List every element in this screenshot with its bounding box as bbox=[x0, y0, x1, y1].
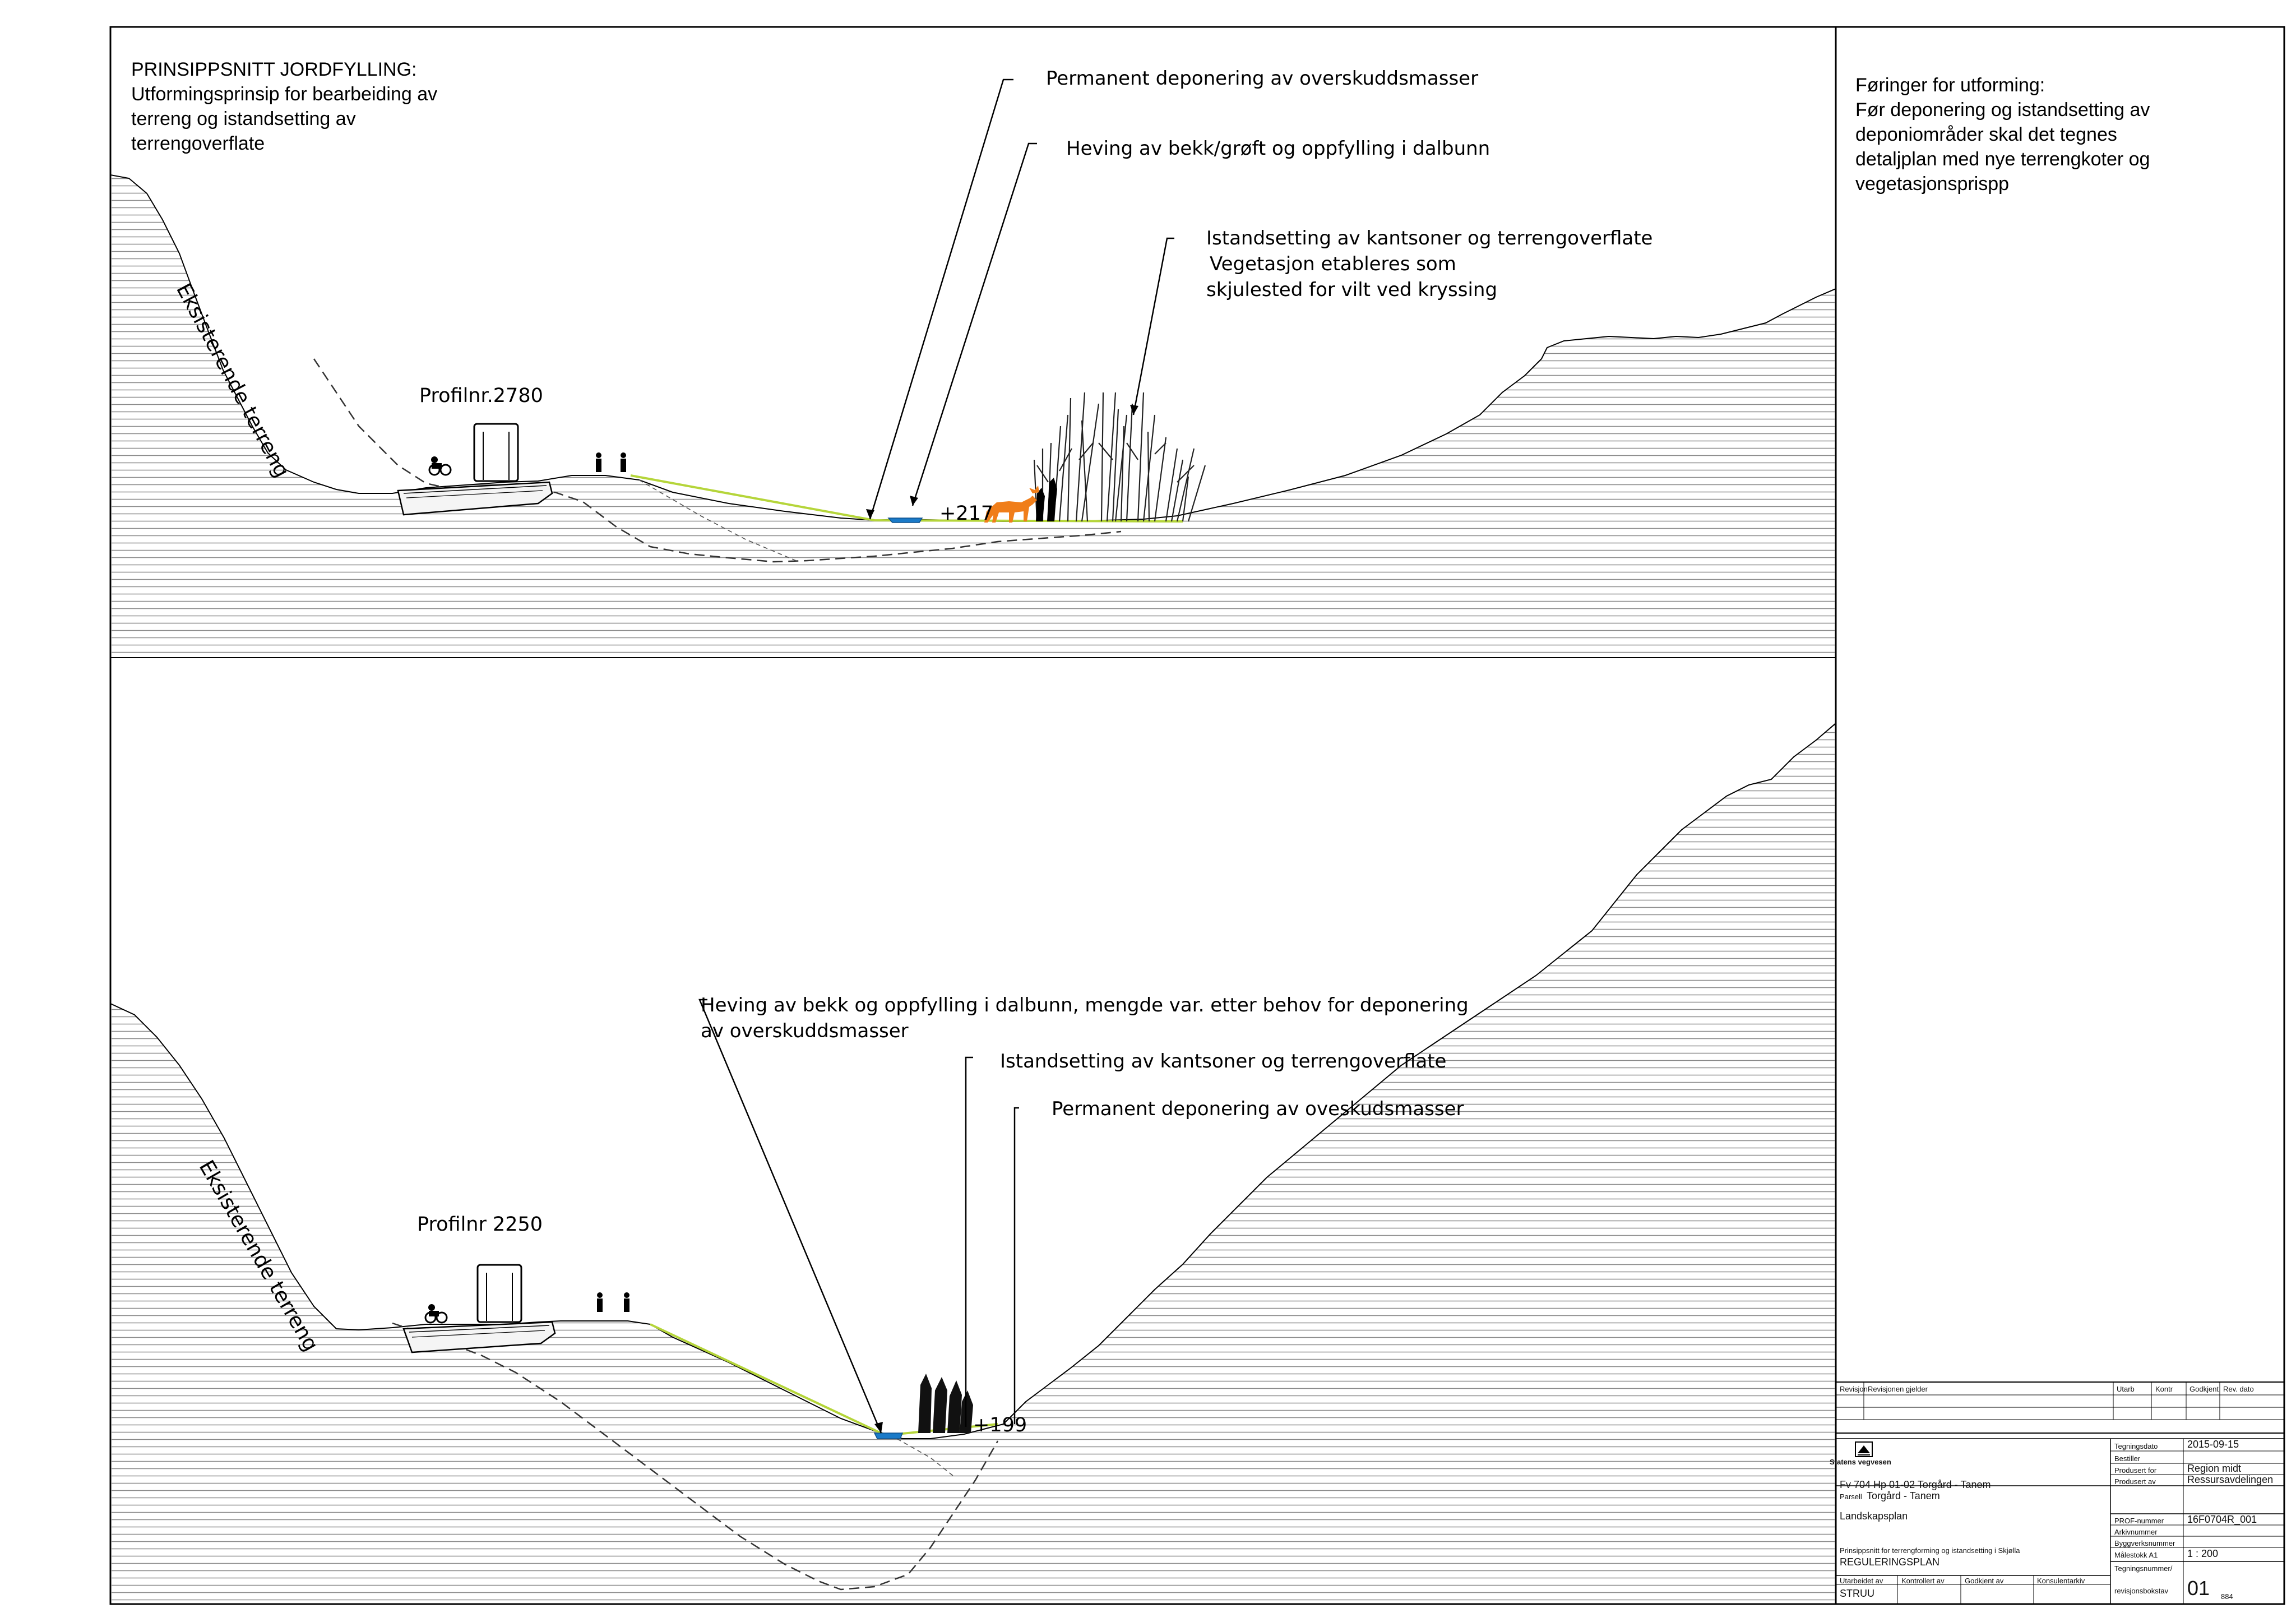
tb-drawing-no-label-1: Tegningsnummer/ bbox=[2114, 1564, 2173, 1573]
bottom-original-ground-dashed bbox=[392, 1322, 999, 1591]
tb-sheet-code: 884 bbox=[2221, 1592, 2233, 1601]
tb-sign-konsulent: Konsulentarkiv bbox=[2037, 1577, 2085, 1585]
top-callout-raise: Heving av bekk/grøft og oppfylling i dal… bbox=[1066, 137, 1490, 160]
bottom-terrain-fill bbox=[110, 722, 1836, 1604]
guidance-line-3: detaljplan med nye terrengkoter og bbox=[1855, 149, 2150, 170]
title-block-grid bbox=[1835, 1381, 2285, 1605]
bottom-callout-deposit: Permanent deponering av oveskudsmasser bbox=[1052, 1098, 1464, 1120]
tb-ref-label-3: Målestokk A1 bbox=[2114, 1551, 2158, 1559]
tb-drawing-no-label-2: revisjonsbokstav bbox=[2114, 1587, 2169, 1595]
tb-org-name: Statens vegvesen bbox=[1830, 1458, 1891, 1466]
sheet-title: PRINSIPPSNITT JORDFYLLING: bbox=[131, 59, 417, 80]
tb-rev-header-kontr: Kontr bbox=[2155, 1385, 2173, 1393]
tb-ref-value-3: 1 : 200 bbox=[2187, 1548, 2219, 1559]
sheet-subtitle-1: Utformingsprinsip for bearbeiding av bbox=[131, 84, 438, 105]
bottom-road-body bbox=[402, 1321, 556, 1353]
tb-field-value-0: 2015-09-15 bbox=[2187, 1439, 2239, 1450]
tb-author: STRUU bbox=[1840, 1588, 1874, 1599]
tb-sign-godkjent: Godkjent av bbox=[1965, 1577, 2004, 1585]
top-cyclist bbox=[428, 456, 452, 476]
top-fill-slope-dashed bbox=[638, 479, 797, 561]
top-stream bbox=[887, 517, 923, 523]
sheet-title-block: PRINSIPPSNITT JORDFYLLING: Utformingspri… bbox=[131, 57, 479, 156]
bottom-profile-label: Profilnr 2250 bbox=[417, 1213, 543, 1236]
tb-rev-header-godkjent: Godkjent bbox=[2189, 1385, 2219, 1393]
tb-description: Prinsippsnitt for terrengforming og ista… bbox=[1840, 1546, 2020, 1555]
tb-rev-header-utarb: Utarb bbox=[2117, 1385, 2135, 1393]
tb-field-label-2: Produsert for bbox=[2114, 1466, 2157, 1475]
tb-ref-label-0: PROF-nummer bbox=[2114, 1517, 2164, 1525]
tb-drawing-no: 01 bbox=[2187, 1577, 2210, 1600]
guidance-notes: Føringer for utforming: Før deponering o… bbox=[1855, 73, 2270, 196]
top-callout-deposit: Permanent deponering av overskuddsmasser bbox=[1046, 67, 1479, 90]
tb-project: Fv 704 Hp 01-02 Torgård - Tanem bbox=[1840, 1479, 1991, 1490]
tb-sign-kontrollert: Kontrollert av bbox=[1901, 1577, 1945, 1585]
bottom-callout-raise: Heving av bekk og oppfylling i dalbunn, … bbox=[701, 992, 1469, 1044]
guidance-heading: Føringer for utforming: bbox=[1855, 75, 2045, 96]
tb-field-label-3: Produsert av bbox=[2114, 1477, 2156, 1486]
tb-rev-header-date: Rev. dato bbox=[2223, 1385, 2254, 1393]
top-profile-label: Profilnr.2780 bbox=[419, 385, 543, 407]
bottom-vegetation bbox=[918, 1374, 973, 1433]
top-vegetation bbox=[1033, 392, 1206, 522]
tb-field-label-0: Tegningsdato bbox=[2114, 1442, 2158, 1450]
tb-parsell: Torgård - Tanem bbox=[1867, 1490, 1940, 1501]
top-vegetation-dark bbox=[1036, 478, 1057, 521]
top-road-body bbox=[397, 481, 553, 516]
top-callout-restore-1: Istandsetting av kantsoner og terrengove… bbox=[1206, 227, 1653, 249]
tb-rev-header-revision: Revisjon bbox=[1840, 1385, 1868, 1393]
tb-ref-label-1: Arkivnummer bbox=[2114, 1528, 2158, 1536]
guidance-line-4: vegetasjonsprispp bbox=[1855, 173, 2010, 195]
sheet-subtitle-2: terreng og istandsetting av bbox=[131, 108, 356, 130]
top-callout-arrows bbox=[866, 405, 1138, 519]
top-fill-surface bbox=[630, 474, 1183, 523]
tb-parsell-label: Parsell bbox=[1840, 1492, 1862, 1501]
bottom-cyclist bbox=[424, 1304, 448, 1324]
bottom-stream bbox=[873, 1432, 904, 1439]
guidance-line-2: deponiområder skal det tegnes bbox=[1855, 124, 2117, 145]
bottom-callout-leaders bbox=[698, 999, 1019, 1434]
top-elevation-label: +217 bbox=[939, 502, 994, 525]
bottom-callout-restore: Istandsetting av kantsoner og terrengove… bbox=[1000, 1050, 1447, 1073]
statens-vegvesen-logo bbox=[1855, 1441, 1873, 1457]
tb-plan-status: REGULERINGSPLAN bbox=[1840, 1556, 1940, 1568]
tb-field-value-3: Ressursavdelingen bbox=[2187, 1474, 2274, 1485]
bottom-callout-arrows bbox=[874, 1422, 883, 1433]
tb-sign-utarbeidet: Utarbeidet av bbox=[1840, 1577, 1883, 1585]
tb-plan-type: Landskapsplan bbox=[1840, 1510, 1908, 1522]
top-callout-leaders bbox=[869, 78, 1174, 520]
top-callout-restore-2: Vegetasjon etableres som bbox=[1210, 253, 1456, 275]
top-callout-restore: Istandsetting av kantsoner og terrengove… bbox=[1206, 225, 1652, 303]
tb-ref-value-0: 16F0704R_001 bbox=[2187, 1514, 2257, 1525]
tb-rev-header-desc: Revisjonen gjelder bbox=[1868, 1385, 1928, 1393]
bottom-callout-raise-2: av overskuddsmasser bbox=[701, 1020, 909, 1042]
bottom-fill-slope-dashed bbox=[896, 1438, 953, 1476]
tb-ref-label-2: Byggverksnummer bbox=[2114, 1539, 2175, 1547]
top-callout-restore-3: skjulested for vilt ved kryssing bbox=[1206, 279, 1498, 301]
bottom-shelter bbox=[476, 1264, 522, 1323]
top-moose bbox=[984, 486, 1039, 523]
bottom-elevation-label: +199 bbox=[973, 1414, 1027, 1436]
guidance-line-1: Før deponering og istandsetting av bbox=[1855, 99, 2150, 121]
bottom-callout-raise-1: Heving av bekk og oppfylling i dalbunn, … bbox=[701, 994, 1469, 1016]
tb-field-label-1: Bestiller bbox=[2114, 1454, 2141, 1463]
sheet-subtitle-3: terrengoverflate bbox=[131, 133, 265, 154]
bottom-pedestrians bbox=[597, 1292, 629, 1312]
top-shelter bbox=[473, 423, 519, 482]
tb-field-value-2: Region midt bbox=[2187, 1463, 2242, 1474]
top-pedestrians bbox=[596, 452, 626, 472]
